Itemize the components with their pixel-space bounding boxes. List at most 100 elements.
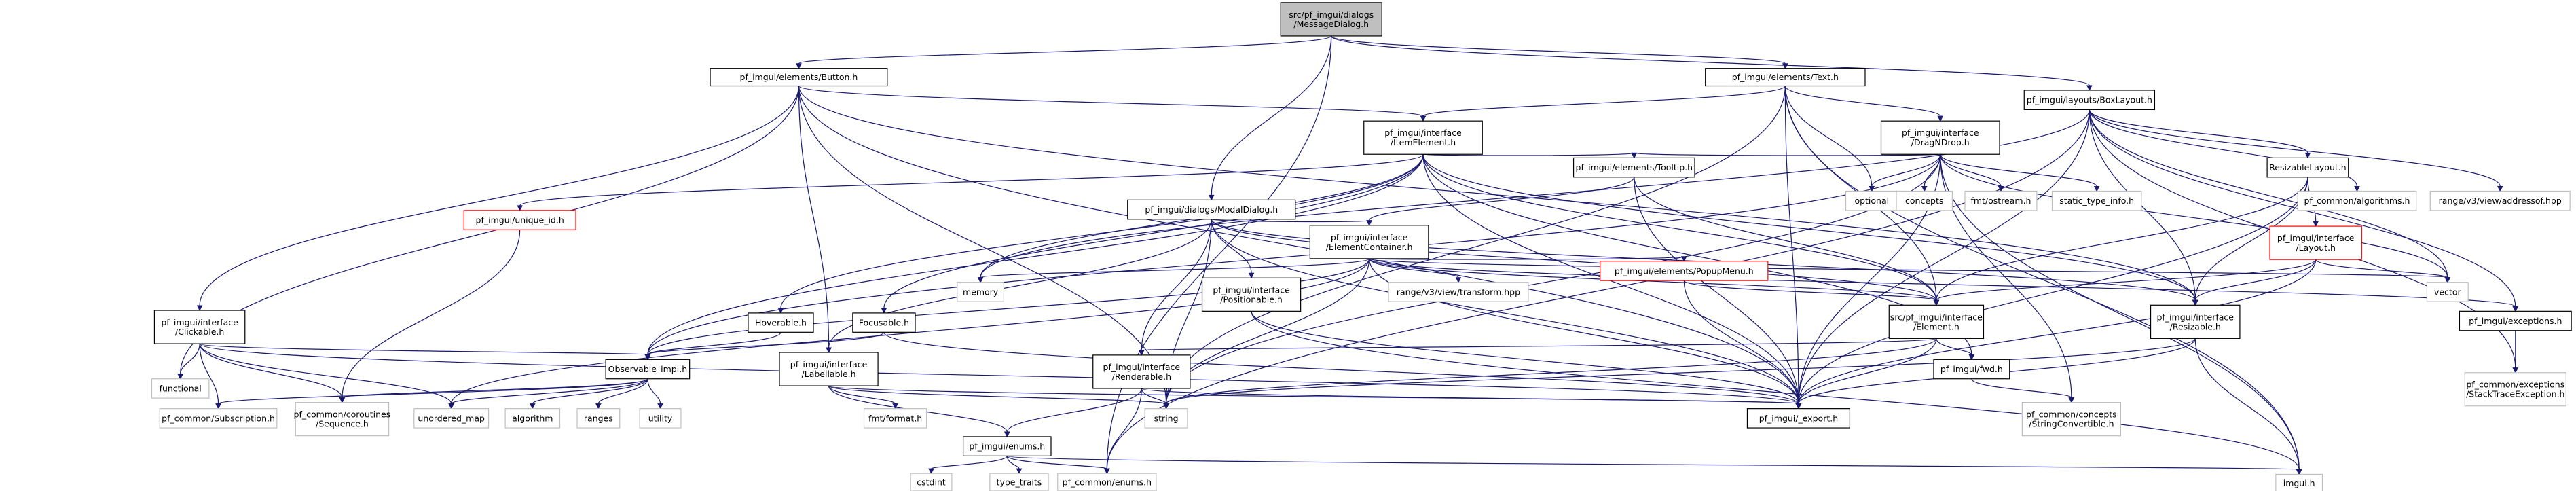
node-label: /Labellable.h (802, 369, 856, 379)
node-click[interactable]: pf_imgui/interface/Clickable.h (153, 310, 246, 344)
edge-arrowhead (1631, 152, 1638, 159)
node-box (605, 359, 691, 380)
node-export[interactable]: pf_imgui/_export.h (1746, 408, 1851, 429)
node-obs[interactable]: Observable_impl.h (605, 359, 691, 380)
node-box (159, 408, 278, 429)
node-box (1964, 190, 2038, 211)
edge-btn-export (798, 86, 1802, 410)
node-item[interactable]: pf_imgui/interface/ItemElement.h (1363, 120, 1483, 155)
node-btn[interactable]: pf_imgui/elements/Button.h (710, 68, 888, 87)
edge-posit-imgui (1251, 311, 2302, 475)
node-string: string (1144, 408, 1188, 429)
node-box (2023, 90, 2156, 110)
edge-arrowhead (2512, 367, 2519, 374)
node-label: Hoverable.h (755, 318, 807, 328)
node-label: /Positionable.h (1220, 294, 1283, 304)
edge-focus-obs (644, 331, 885, 361)
edge-arrowhead (928, 468, 934, 475)
node-popup[interactable]: pf_imgui/elements/PopupMenu.h (1600, 261, 1769, 281)
node-box (2426, 282, 2469, 302)
node-box (1363, 120, 1483, 155)
edge-text-item (1420, 85, 1786, 122)
edge-layout-resz (2192, 259, 2317, 306)
node-focus[interactable]: Focusable.h (852, 312, 916, 333)
edge-fwd-strconv (1971, 378, 2075, 403)
edge-boxl-reslay (2089, 109, 2311, 159)
edge-arrowhead (2296, 469, 2302, 475)
node-box (1092, 354, 1191, 389)
edge-arrowhead (977, 277, 984, 283)
node-box (463, 210, 576, 230)
edge-obs-unmap (448, 378, 648, 410)
node-boxl[interactable]: pf_imgui/layouts/BoxLayout.h (2023, 90, 2156, 110)
node-vector: vector (2426, 282, 2469, 302)
node-label: functional (160, 383, 202, 393)
node-concepts: concepts (1896, 190, 1953, 211)
node-fwd[interactable]: pf_imgui/fwd.h (1933, 359, 2010, 380)
node-reslay[interactable]: ResizableLayout.h (2266, 157, 2349, 178)
edge-arrowhead (177, 374, 183, 380)
node-md[interactable]: src/pf_imgui/dialogs/MessageDialog.h (1280, 2, 1382, 37)
node-label: imgui.h (2283, 478, 2315, 488)
edge-modal-posit (1211, 219, 1255, 279)
node-resz[interactable]: pf_imgui/interface/Resizable.h (2150, 304, 2241, 339)
edge-arrowhead (1681, 256, 1687, 262)
node-uid[interactable]: pf_imgui/unique_id.h (463, 210, 576, 230)
node-label: pf_common/Subscription.h (162, 413, 275, 423)
node-box (2269, 225, 2362, 260)
edge-enums-typetraits (1006, 456, 1023, 475)
node-label: Observable_impl.h (608, 364, 687, 374)
node-enums[interactable]: pf_imgui/enums.h (962, 436, 1052, 456)
edge-rend-string (1141, 388, 1169, 410)
edge-arrowhead (215, 403, 221, 410)
node-cstdint: cstdint (910, 473, 953, 491)
edge-btn-functional (177, 86, 800, 380)
node-modal[interactable]: pf_imgui/dialogs/ModalDialog.h (1127, 199, 1296, 220)
node-box (1388, 282, 1529, 302)
node-label: pf_imgui/interface (161, 317, 238, 327)
node-posit[interactable]: pf_imgui/interface/Positionable.h (1201, 277, 1302, 312)
node-layout[interactable]: pf_imgui/interface/Layout.h (2269, 225, 2362, 260)
node-transform: range/v3/view/transform.hpp (1388, 282, 1529, 302)
edge-arrowhead (2192, 299, 2198, 306)
node-label: pf_imgui/interface (1331, 232, 1408, 242)
node-text[interactable]: pf_imgui/elements/Text.h (1705, 68, 1866, 87)
node-label: /ItemElement.h (1391, 137, 1456, 147)
edge-tooltip-cont (1366, 177, 1635, 226)
edge-resz-string (1163, 338, 2196, 410)
node-box (1746, 408, 1851, 429)
node-box (153, 310, 246, 344)
node-dnd[interactable]: pf_imgui/interface/DragNDrop.h (1880, 120, 2000, 155)
edge-arrowhead (1004, 431, 1010, 438)
edge-item-resz (1422, 154, 2198, 306)
node-label: pf_common/coroutines (294, 410, 391, 420)
edge-obs-algorithm (529, 378, 648, 410)
node-elem[interactable]: src/pf_imgui/interface/Element.h (1888, 304, 1985, 339)
node-box (1144, 408, 1188, 429)
node-box (779, 352, 879, 386)
node-box (2150, 304, 2241, 339)
edge-arrowhead (2304, 152, 2311, 159)
edge-posit-export (1251, 311, 1802, 410)
node-cont[interactable]: pf_imgui/interface/ElementContainer.h (1309, 225, 1429, 259)
edge-arrowhead (2068, 397, 2075, 403)
node-rend[interactable]: pf_imgui/interface/Renderable.h (1092, 354, 1191, 389)
node-label: concepts (1905, 196, 1943, 206)
node-sti: static_type_info.h (2051, 190, 2142, 211)
edge-arrowhead (1420, 115, 1427, 122)
node-tooltip[interactable]: pf_imgui/elements/Tooltip.h (1572, 157, 1695, 178)
node-box (1705, 68, 1866, 87)
node-exc[interactable]: pf_imgui/exceptions.h (2459, 310, 2572, 331)
edge-layout-vector (2315, 259, 2451, 283)
edge-arrowhead (1016, 468, 1023, 475)
edge-label-string (828, 385, 1169, 410)
node-label: pf_imgui/enums.h (969, 441, 1045, 452)
node-box (1888, 304, 1985, 339)
node-label: /Element.h (1913, 321, 1959, 331)
node-hover[interactable]: Hoverable.h (748, 312, 814, 333)
node-algorithm: algorithm (504, 408, 561, 429)
edge-arrowhead (892, 403, 898, 410)
edge-cont-exc (1369, 258, 2519, 312)
node-label[interactable]: pf_imgui/interface/Labellable.h (779, 352, 879, 386)
node-label: range/v3/view/transform.hpp (1397, 287, 1520, 297)
